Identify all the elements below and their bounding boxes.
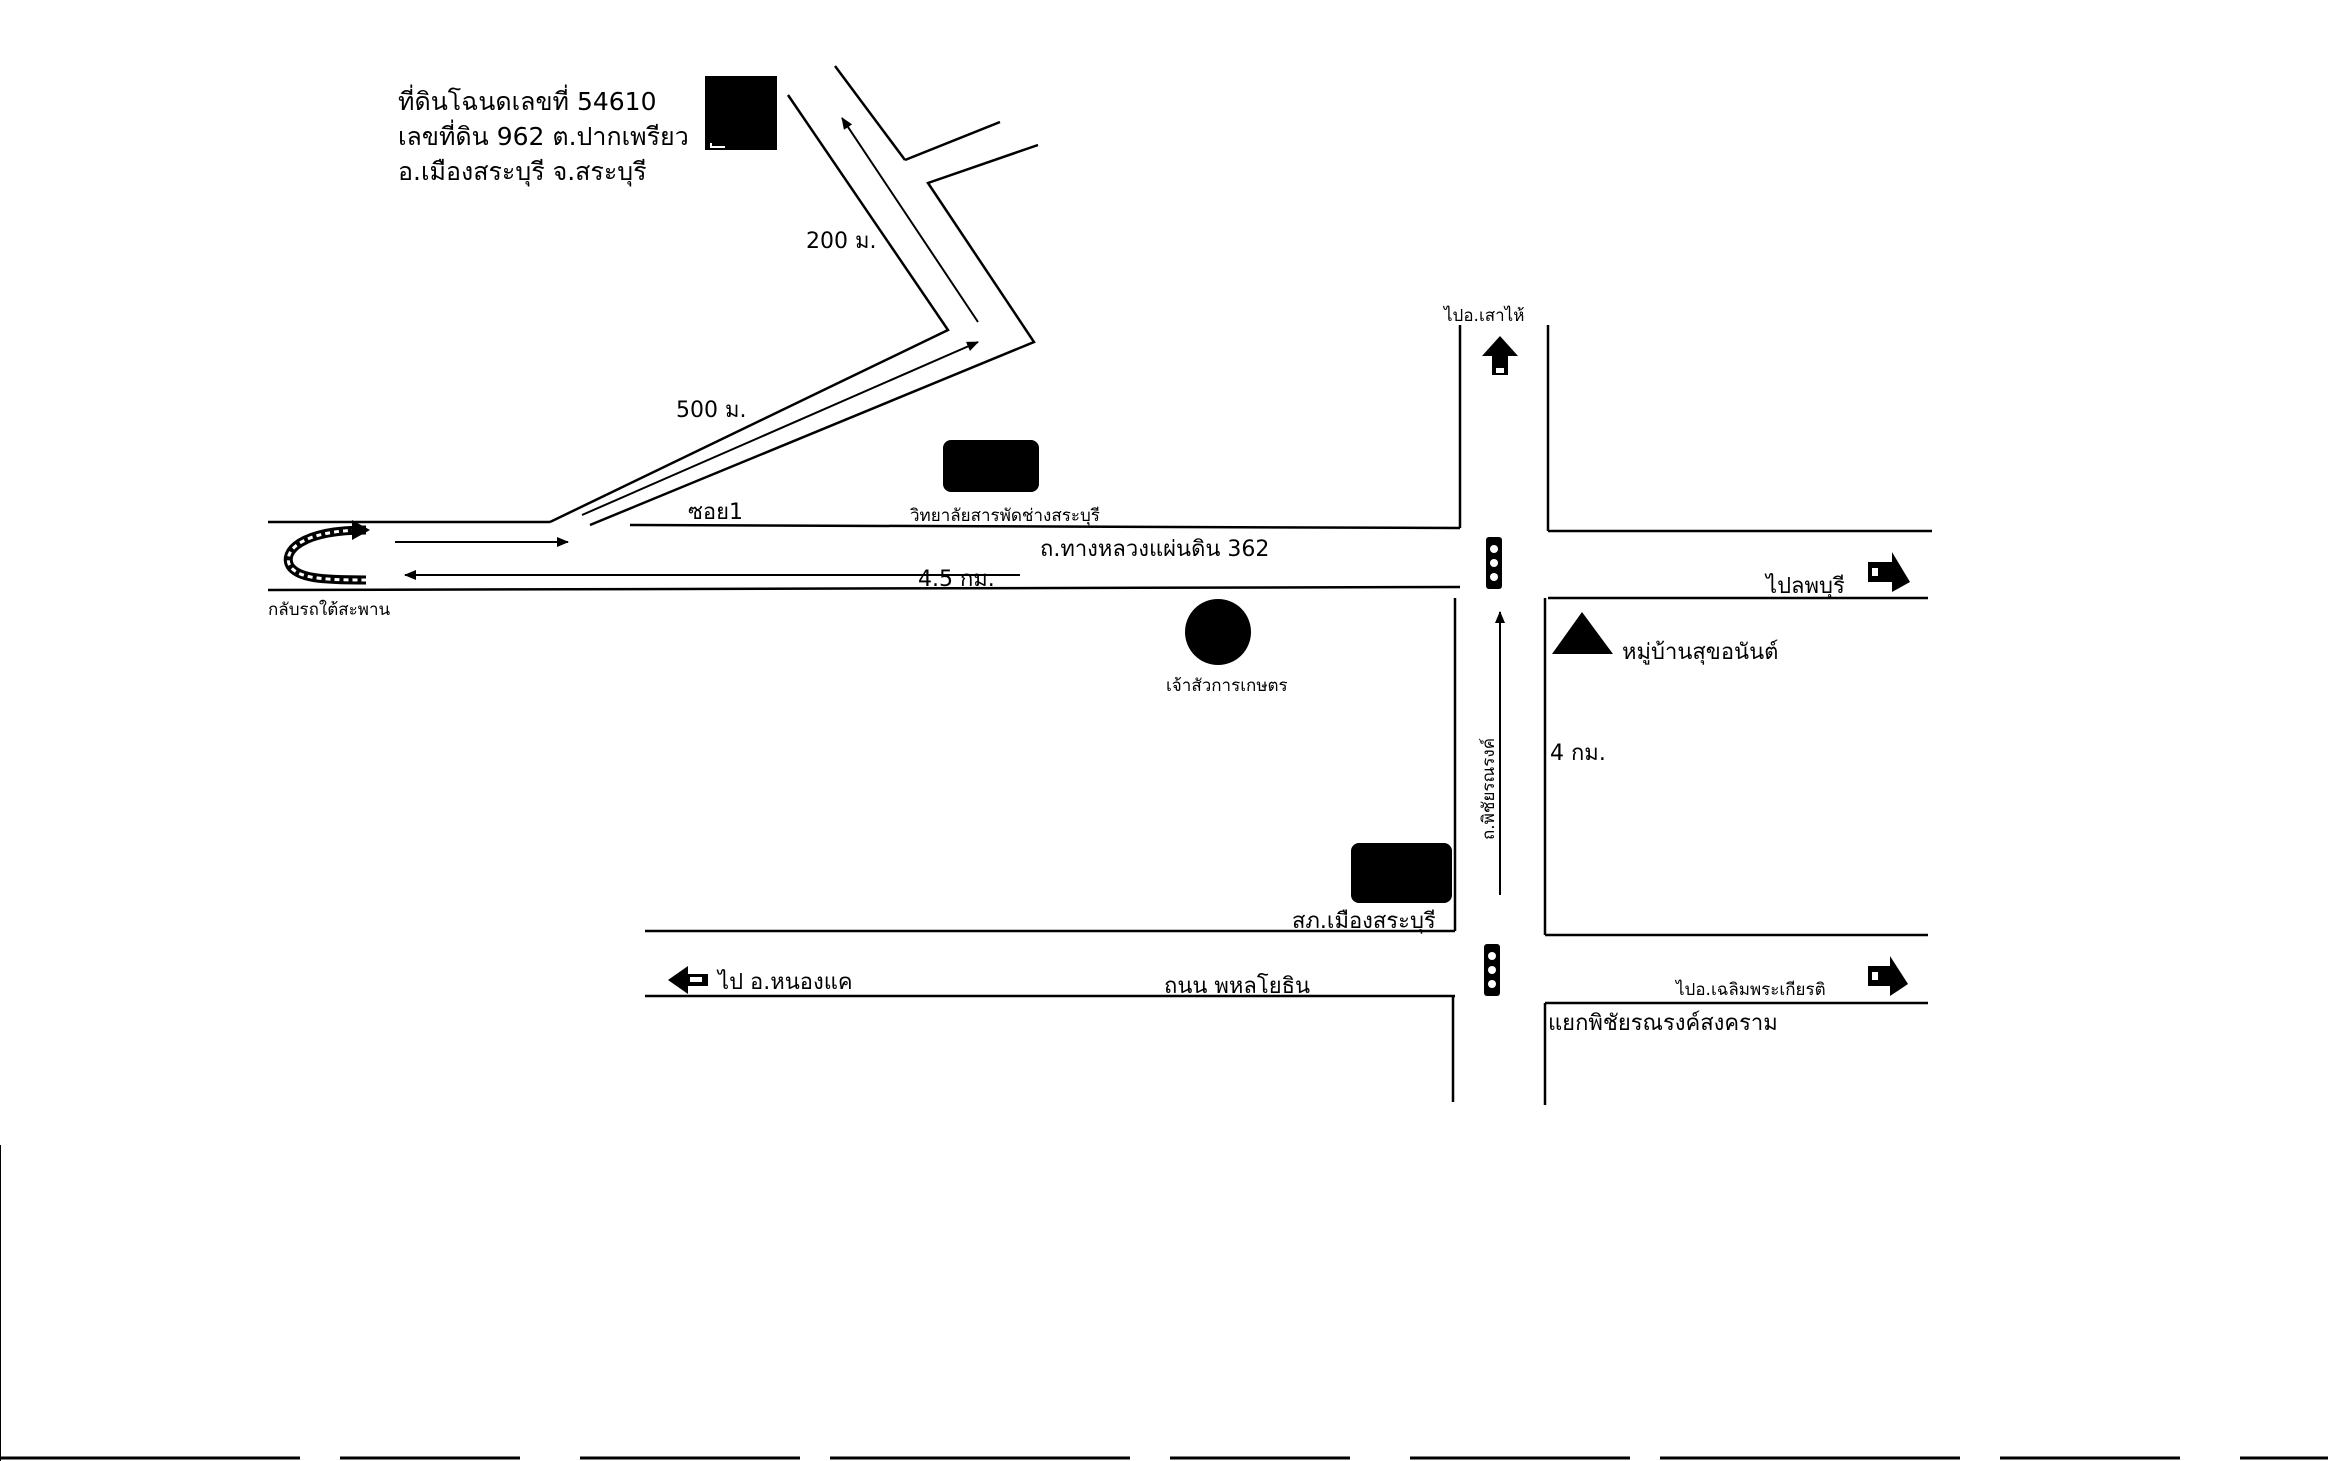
junction-label: แยกพิชัยรณรงค์สงคราม bbox=[1548, 1011, 1778, 1036]
highway362-north-edge-mid bbox=[629, 523, 1461, 530]
u-turn-label: กลับรถใต้สะพาน bbox=[268, 599, 391, 620]
distance-200m: 200 ม. bbox=[806, 229, 876, 254]
soi-road-top-cap bbox=[833, 65, 907, 161]
route-arrow-soi-north bbox=[841, 117, 979, 323]
college-marker-icon bbox=[943, 440, 1039, 492]
road-label-highway362: ถ.ทางหลวงแผ่นดิน 362 bbox=[1040, 537, 1269, 562]
landmark-shapes bbox=[705, 76, 1613, 903]
u-turn-arrow-icon bbox=[283, 520, 370, 585]
college-label: วิทยาลัยสารพัดช่างสระบุรี bbox=[910, 506, 1100, 526]
arrow-right-icon-2 bbox=[1868, 956, 1908, 996]
direction-to-lopburi: ไปลพบุรี bbox=[1764, 573, 1845, 599]
arrow-right-icon bbox=[1868, 552, 1910, 592]
agri-shrine-marker-icon bbox=[1185, 599, 1251, 665]
land-plot-line1: ที่ดินโฉนดเลขที่ 54610 bbox=[398, 84, 657, 116]
direction-to-sao-hai: ไปอ.เสาไห้ bbox=[1442, 305, 1524, 326]
land-plot-marker-icon bbox=[705, 76, 777, 150]
road-label-phahonyothin: ถนน พหลโยธิน bbox=[1164, 973, 1310, 999]
soi-road-east-edge bbox=[589, 143, 1039, 527]
route-arrow-soi-diagonal bbox=[581, 341, 979, 516]
land-plot-line2: เลขที่ดิน 962 ต.ปากเพรียว bbox=[398, 119, 689, 151]
traffic-light-icon bbox=[1486, 537, 1502, 589]
distance-4km: 4 กม. bbox=[1550, 741, 1606, 766]
village-label: หมู่บ้านสุขอนันต์ bbox=[1622, 640, 1778, 665]
land-plot-line3: อ.เมืองสระบุรี จ.สระบุรี bbox=[398, 157, 647, 187]
road-network bbox=[267, 65, 1932, 1105]
arrow-left-icon bbox=[668, 966, 708, 994]
road-label-soi1: ซอย1 bbox=[688, 500, 743, 525]
direction-arrows bbox=[283, 117, 1910, 996]
arrow-up-icon bbox=[1482, 336, 1518, 375]
agri-shrine-label: เจ้าสัวการเกษตร bbox=[1166, 676, 1288, 696]
direction-to-chaloem: ไปอ.เฉลิมพระเกียรติ bbox=[1674, 979, 1826, 1000]
map-labels: ที่ดินโฉนดเลขที่ 54610 เลขที่ดิน 962 ต.ป… bbox=[268, 84, 1845, 1036]
police-label: สภ.เมืองสระบุรี bbox=[1292, 909, 1436, 934]
scan-edge bbox=[0, 1145, 2328, 1461]
road-label-phichai: ถ.พิชัยรณรงค์ bbox=[1479, 738, 1499, 840]
soi-road-branch-edge bbox=[904, 120, 1001, 162]
highway362-south-edge-west bbox=[267, 585, 1461, 592]
village-marker-icon bbox=[1552, 612, 1613, 654]
distance-4-5km: 4.5 กม. bbox=[918, 567, 995, 592]
soi-road-west-edge bbox=[549, 94, 950, 524]
direction-to-nong-khae: ไป อ.หนองแค bbox=[716, 969, 853, 995]
police-marker-icon bbox=[1351, 843, 1452, 903]
traffic-light-icon-2 bbox=[1484, 944, 1500, 996]
distance-500m: 500 ม. bbox=[676, 398, 746, 423]
